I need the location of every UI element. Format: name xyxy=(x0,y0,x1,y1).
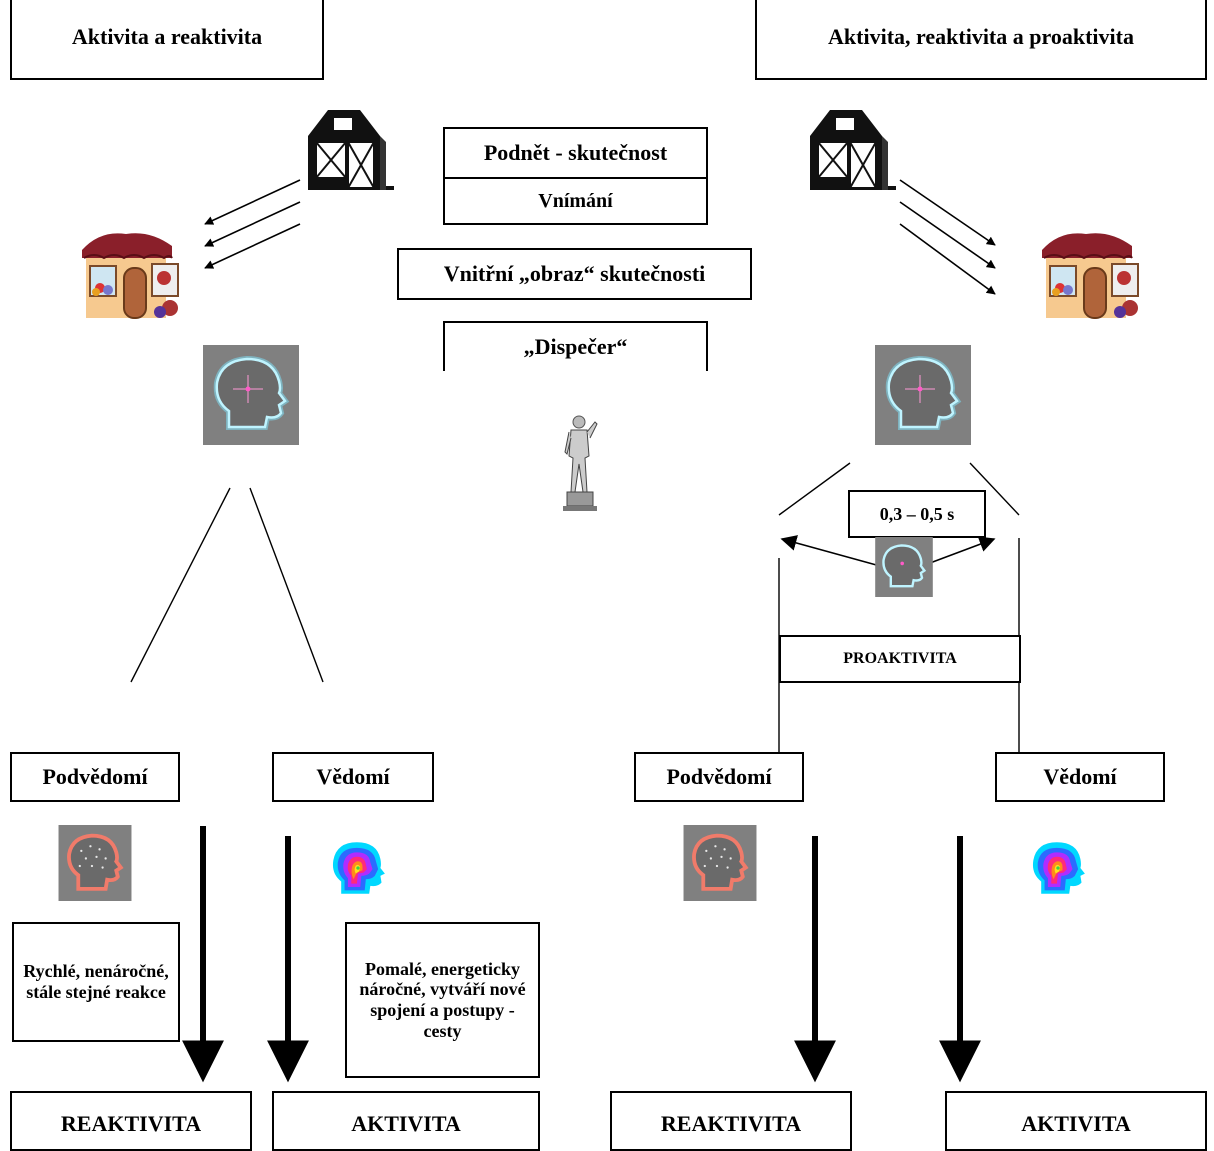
split-line-left-b xyxy=(249,487,324,683)
perception-arrow-right-3 xyxy=(899,223,996,295)
outcome-activity-right: AKTIVITA xyxy=(945,1091,1207,1151)
barn-icon xyxy=(810,110,896,190)
head-icon xyxy=(875,537,933,597)
perception-arrow-right-1 xyxy=(899,179,996,246)
description-conscious: Pomalé, energeticky náročné, vytváří nov… xyxy=(345,922,540,1078)
perception-arrow-left-1 xyxy=(204,179,301,225)
proactivity-label: PROAKTIVITA xyxy=(779,635,1021,683)
step-stimulus: Podnět - skutečnost xyxy=(443,127,708,179)
title-right: Aktivita, reaktivita a proaktivita xyxy=(755,0,1207,80)
split-line-right-b xyxy=(969,462,1020,516)
level-subconscious-right: Podvědomí xyxy=(634,752,804,802)
outcome-reactivity-right: REAKTIVITA xyxy=(610,1091,852,1151)
timing-arrow-right xyxy=(921,536,996,567)
shop-icon xyxy=(1042,233,1139,319)
rainbow-head-icon xyxy=(1032,842,1085,894)
perception-arrow-left-3 xyxy=(204,223,301,269)
outcome-reactivity-left: REAKTIVITA xyxy=(10,1091,252,1151)
timing-arrow-left xyxy=(780,535,881,567)
step-perception: Vnímání xyxy=(443,177,708,225)
head-icon xyxy=(875,345,971,445)
brain-head-icon xyxy=(683,825,757,901)
level-conscious-right: Vědomí xyxy=(995,752,1165,802)
rainbow-head-icon xyxy=(332,842,385,894)
split-line-right-a xyxy=(778,462,851,516)
level-subconscious-left: Podvědomí xyxy=(10,752,180,802)
step-dispatcher: „Dispečer“ xyxy=(443,321,708,371)
brain-head-icon xyxy=(58,825,132,901)
level-conscious-left: Vědomí xyxy=(272,752,434,802)
title-left: Aktivita a reaktivita xyxy=(10,0,324,80)
statue-icon xyxy=(563,415,598,511)
description-subconscious: Rychlé, nenáročné, stále stejné reakce xyxy=(12,922,180,1042)
head-icon xyxy=(203,345,299,445)
shop-icon xyxy=(82,233,179,319)
step-inner-image: Vnitřní „obraz“ skutečnosti xyxy=(397,248,752,300)
timing-label: 0,3 – 0,5 s xyxy=(848,490,986,538)
barn-icon xyxy=(308,110,394,190)
outcome-activity-left: AKTIVITA xyxy=(272,1091,540,1151)
perception-arrow-right-2 xyxy=(899,201,996,269)
perception-arrow-left-2 xyxy=(204,201,301,247)
split-line-left-a xyxy=(130,487,231,683)
